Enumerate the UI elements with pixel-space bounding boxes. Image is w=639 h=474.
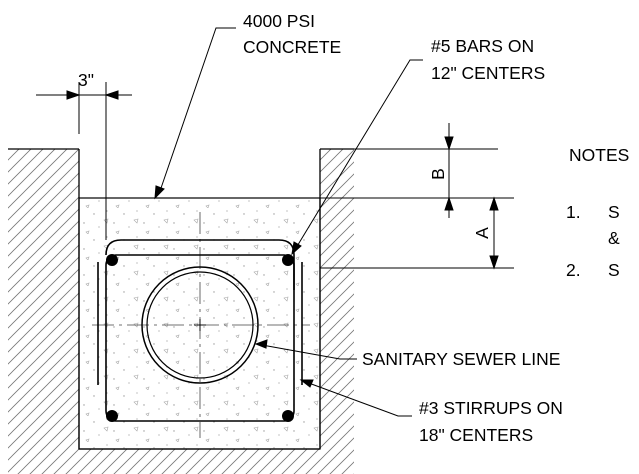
stirrups-callout-line2: 18" CENTERS	[419, 425, 533, 445]
note-1-number: 1.	[566, 202, 581, 222]
stirrup	[97, 239, 303, 422]
cover-dimension	[36, 82, 132, 240]
rebar-top-right	[282, 254, 294, 266]
rebar-bars	[106, 254, 294, 422]
sewer-pipe	[141, 266, 259, 384]
rebar-bottom-left	[106, 410, 118, 422]
rebar-bottom-right	[282, 410, 294, 422]
note-1-text-line1: S	[608, 202, 620, 222]
cover-dimension-label: 3"	[78, 70, 94, 90]
pipe-center-mark	[194, 319, 206, 331]
stirrups-callout-line1: #3 STIRRUPS ON	[419, 398, 563, 418]
note-1-text-line2: &	[608, 228, 620, 248]
notes-heading: NOTES	[569, 145, 629, 165]
depth-dimensions	[320, 123, 514, 270]
dimension-b-label: B	[428, 168, 448, 180]
rebar-top-left	[106, 254, 118, 266]
dimension-a-label: A	[472, 227, 492, 239]
concrete-callout-line2: CONCRETE	[243, 37, 341, 57]
concrete-callout-line1: 4000 PSI	[243, 11, 315, 31]
note-2-text: S	[608, 260, 620, 280]
leaders	[154, 27, 423, 417]
earth-hatching	[8, 149, 354, 474]
sewer-line-label: SANITARY SEWER LINE	[362, 349, 560, 369]
bars-callout-line1: #5 BARS ON	[431, 36, 534, 56]
note-2-number: 2.	[566, 260, 581, 280]
bars-callout-line2: 12" CENTERS	[431, 63, 545, 83]
